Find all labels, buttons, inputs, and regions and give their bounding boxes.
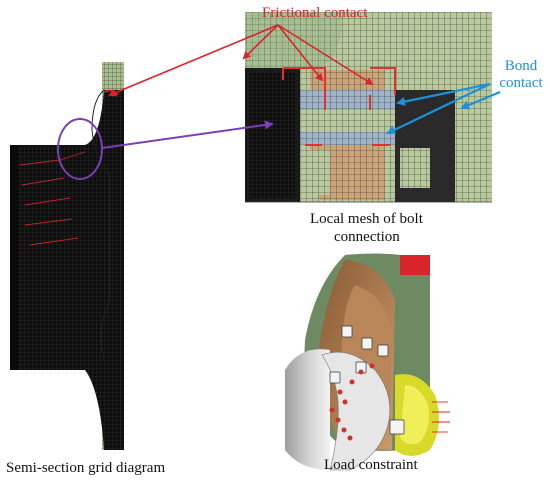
bond-contact-label: Bond contact <box>494 58 548 92</box>
semi-section-grid <box>10 62 124 450</box>
bond-contact-label-line1: Bond <box>504 58 538 74</box>
local-mesh-panel <box>245 12 492 203</box>
load-constraint-caption: Load constraint <box>324 457 418 473</box>
semi-section-caption: Semi-section grid diagram <box>6 460 166 476</box>
frictional-contact-arrows <box>108 24 374 97</box>
local-mesh-caption-line2: connection <box>334 229 400 245</box>
local-mesh-caption-line1: Local mesh of bolt <box>310 211 423 227</box>
bond-contact-arrows <box>386 82 501 135</box>
bond-contact-label-line2: contact <box>499 75 543 91</box>
load-constraint-view <box>285 253 450 471</box>
frictional-contact-label: Frictional contact <box>262 5 368 21</box>
zoom-arrow <box>101 120 274 149</box>
highlight-circle <box>57 118 103 180</box>
